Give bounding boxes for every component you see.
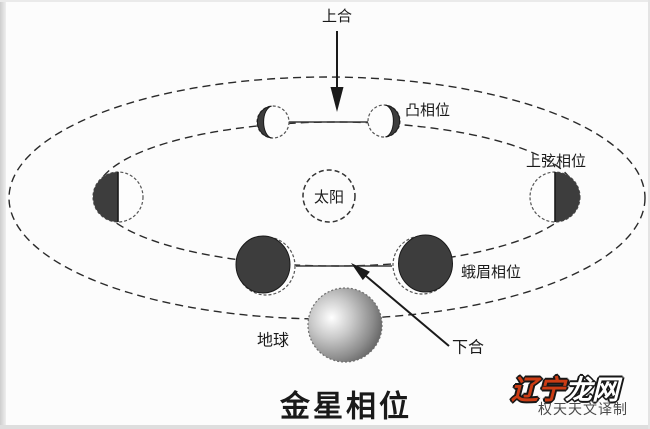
sun-label: 太阳 <box>314 188 344 206</box>
watermark-caption: 权天天文译制 <box>538 402 628 418</box>
diagram-title: 金星相位 <box>279 390 412 425</box>
earth-label: 地球 <box>257 331 289 350</box>
phase-gibbous-left <box>256 105 290 139</box>
watermark: 辽宁龙网 权天天文译制 <box>511 376 650 422</box>
watermark-logo-white-part: 龙网 <box>565 375 619 406</box>
watermark-logo-red-part: 辽宁 <box>511 375 565 406</box>
phase-gibbous-right <box>367 104 401 138</box>
superior-conjunction-label: 上合 <box>322 7 352 25</box>
earth-orbit-ellipse <box>8 76 646 320</box>
first-quarter-phase-label: 上弦相位 <box>526 152 586 170</box>
phase-quarter-right <box>529 171 581 223</box>
superior-conjunction-arrow <box>330 31 344 112</box>
watermark-logo: 辽宁龙网 <box>511 376 619 406</box>
phase-quarter-left <box>92 171 144 223</box>
inferior-conjunction-label: 下合 <box>452 338 484 357</box>
phase-crescent-right <box>392 234 453 295</box>
crescent-phase-label: 蛾眉相位 <box>461 263 521 281</box>
inferior-conjunction-arrow <box>351 263 450 347</box>
gibbous-phase-label: 凸相位 <box>405 101 450 119</box>
phase-crescent-left <box>235 235 296 296</box>
sun: 太阳 <box>302 169 356 223</box>
earth-globe <box>307 287 383 363</box>
